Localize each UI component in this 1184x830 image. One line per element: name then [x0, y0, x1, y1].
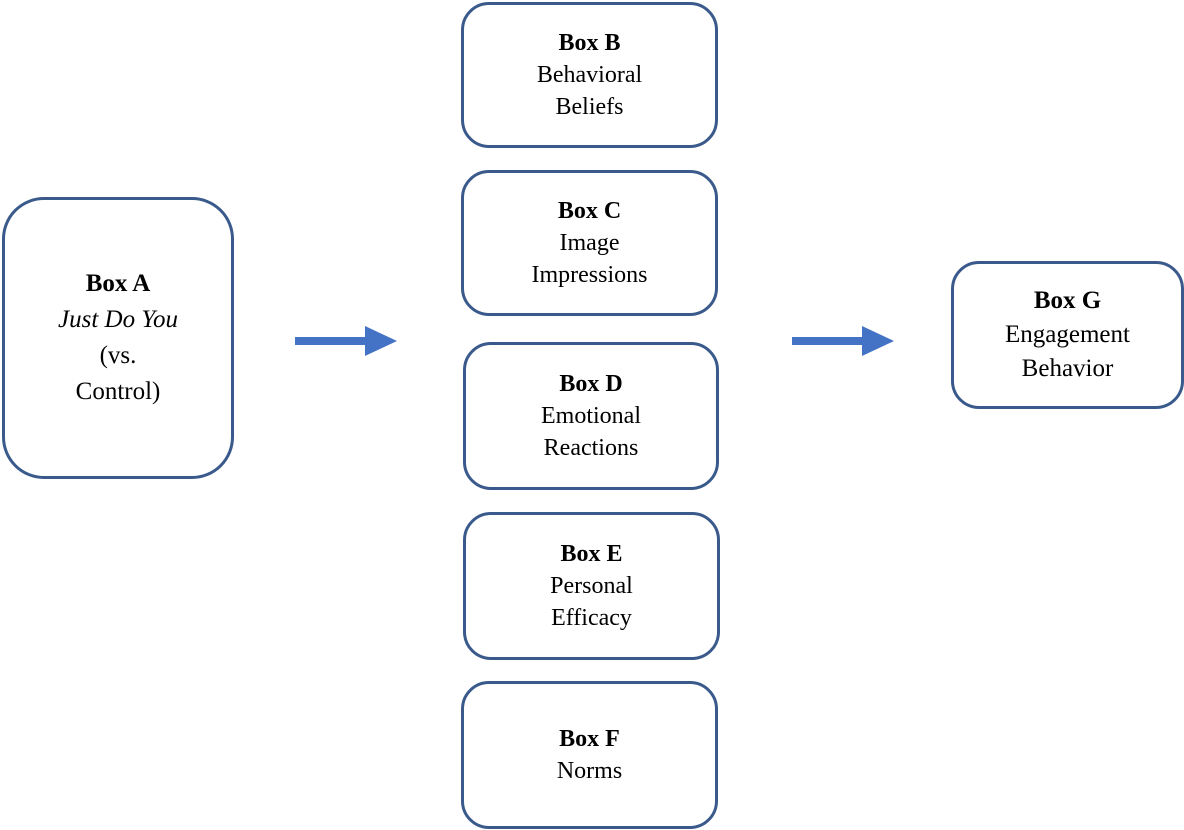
box-b: Box B Behavioral Beliefs — [461, 2, 718, 148]
box-b-title: Box B — [558, 30, 621, 56]
box-f: Box F Norms — [461, 681, 718, 829]
box-a-condition: Just Do You — [58, 306, 178, 333]
box-d-label-line2: Reactions — [543, 435, 639, 461]
box-e: Box E Personal Efficacy — [463, 512, 720, 660]
box-c: Box C Image Impressions — [461, 170, 718, 316]
box-c-title: Box C — [557, 198, 622, 224]
box-e-label-line2: Efficacy — [551, 605, 632, 631]
arrow-a-to-mediators-icon — [295, 326, 397, 356]
box-g: Box G Engagement Behavior — [951, 261, 1184, 409]
box-e-title: Box E — [560, 541, 623, 567]
box-c-label-line1: Image — [559, 230, 620, 256]
box-b-label-line1: Behavioral — [536, 62, 643, 88]
box-g-label-line1: Engagement — [1005, 321, 1130, 348]
box-e-label-line1: Personal — [550, 573, 633, 599]
box-a-versus: (vs. — [99, 342, 137, 369]
box-d-label-line1: Emotional — [541, 403, 641, 429]
box-a-control: Control) — [75, 378, 161, 405]
box-d-title: Box D — [559, 371, 623, 397]
box-a: Box A Just Do You (vs. Control) — [2, 197, 234, 479]
box-d: Box D Emotional Reactions — [463, 342, 719, 490]
box-a-title: Box A — [85, 270, 151, 297]
arrow-mediators-to-g-icon — [792, 326, 894, 356]
box-g-label-line2: Behavior — [1021, 355, 1114, 382]
box-b-label-line2: Beliefs — [555, 94, 624, 120]
box-f-label-line1: Norms — [556, 758, 623, 784]
box-f-title: Box F — [559, 726, 620, 752]
box-g-title: Box G — [1033, 287, 1102, 314]
box-c-label-line2: Impressions — [531, 262, 648, 288]
